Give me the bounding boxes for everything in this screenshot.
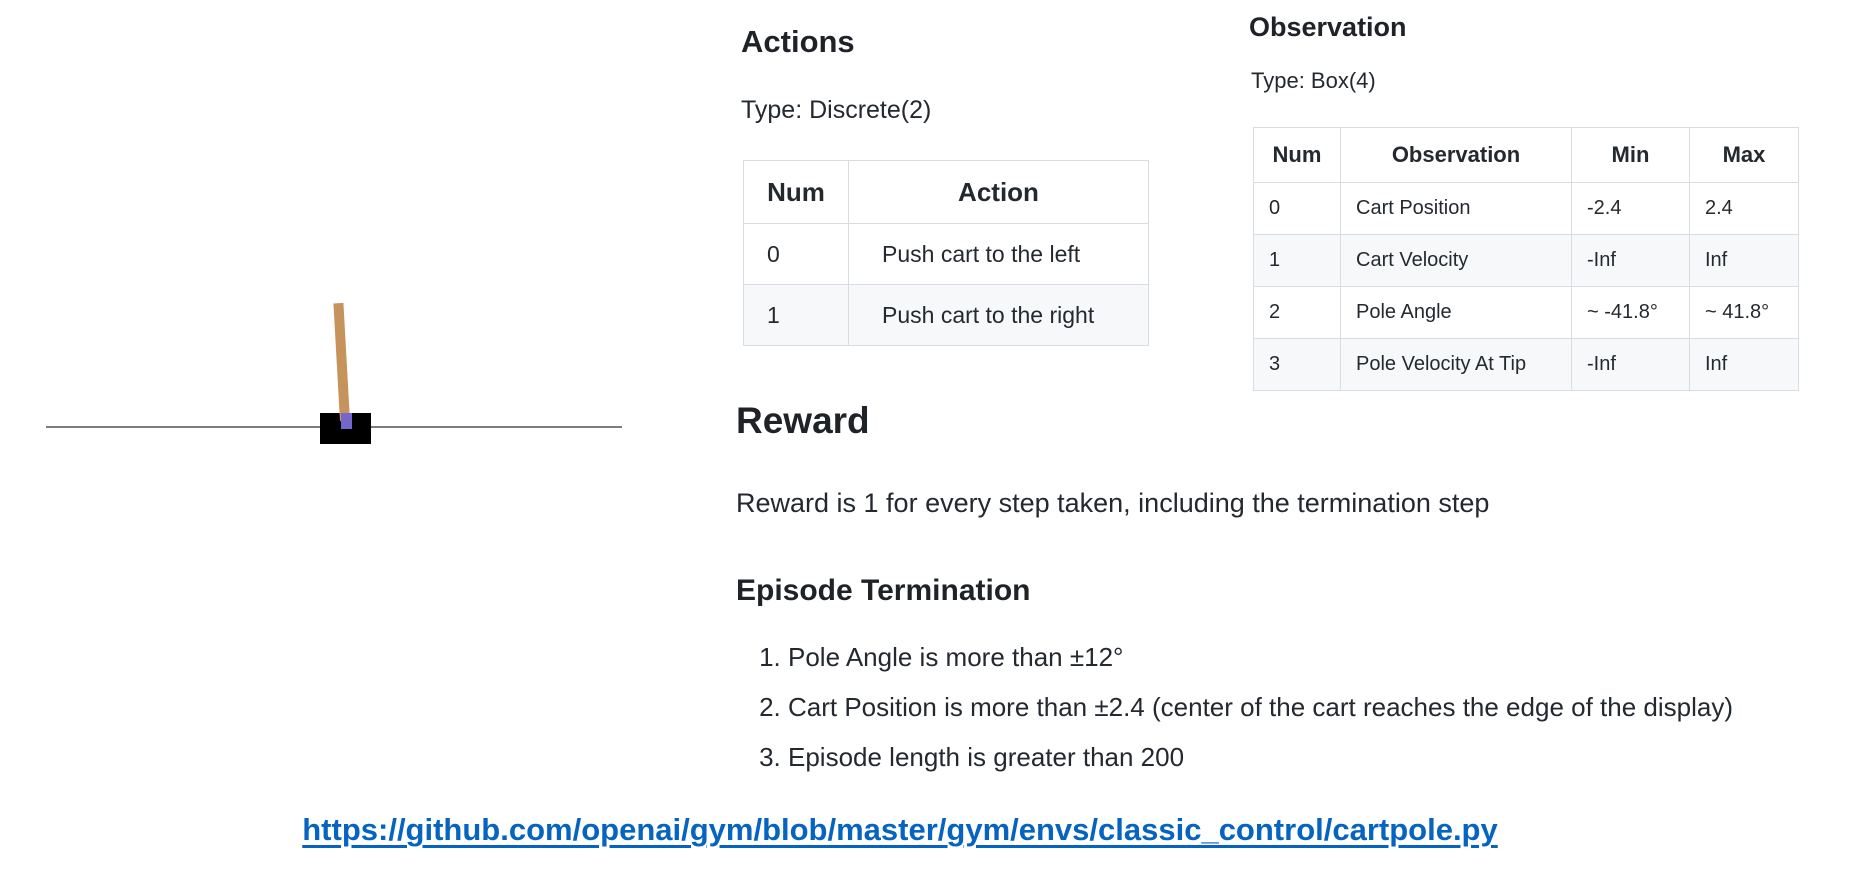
column-header: Min [1571, 127, 1690, 183]
table-cell: Push cart to the left [848, 223, 1149, 285]
actions-type-label: Type: Discrete(2) [741, 96, 932, 124]
table-cell: Inf [1689, 338, 1799, 391]
table-cell: 1 [743, 284, 849, 346]
table-cell: Pole Velocity At Tip [1340, 338, 1572, 391]
column-header: Action [848, 160, 1149, 224]
column-header: Num [1253, 127, 1341, 183]
episode-termination-heading: Episode Termination [736, 574, 1031, 607]
table-cell: ~ 41.8° [1689, 286, 1799, 339]
observation-heading: Observation [1249, 12, 1407, 42]
table-cell: 3 [1253, 338, 1341, 391]
actions-heading: Actions [741, 24, 855, 59]
table-cell: 2.4 [1689, 182, 1799, 235]
termination-item: Pole Angle is more than ±12° [788, 642, 1733, 673]
termination-item: Episode length is greater than 200 [788, 742, 1733, 773]
observation-type-label: Type: Box(4) [1251, 68, 1376, 93]
table-cell: Cart Velocity [1340, 234, 1572, 287]
table-cell: Push cart to the right [848, 284, 1149, 346]
reward-body-text: Reward is 1 for every step taken, includ… [736, 488, 1490, 518]
link-row: https://github.com/openai/gym/blob/maste… [4, 812, 1796, 848]
table-cell: -Inf [1571, 234, 1690, 287]
cartpole-pole [333, 302, 350, 422]
termination-item: Cart Position is more than ±2.4 (center … [788, 692, 1733, 723]
column-header: Observation [1340, 127, 1572, 183]
table-cell: -2.4 [1571, 182, 1690, 235]
column-header: Max [1689, 127, 1799, 183]
table-cell: 0 [743, 223, 849, 285]
reward-heading: Reward [736, 400, 870, 441]
episode-termination-list: Pole Angle is more than ±12° Cart Positio… [736, 642, 1733, 792]
table-cell: 2 [1253, 286, 1341, 339]
source-link[interactable]: https://github.com/openai/gym/blob/maste… [302, 812, 1498, 847]
column-header: Num [743, 160, 849, 224]
table-cell: Cart Position [1340, 182, 1572, 235]
table-cell: Inf [1689, 234, 1799, 287]
table-cell: 1 [1253, 234, 1341, 287]
table-cell: ~ -41.8° [1571, 286, 1690, 339]
table-cell: 0 [1253, 182, 1341, 235]
table-cell: -Inf [1571, 338, 1690, 391]
cartpole-axle [341, 413, 352, 429]
table-cell: Pole Angle [1340, 286, 1572, 339]
